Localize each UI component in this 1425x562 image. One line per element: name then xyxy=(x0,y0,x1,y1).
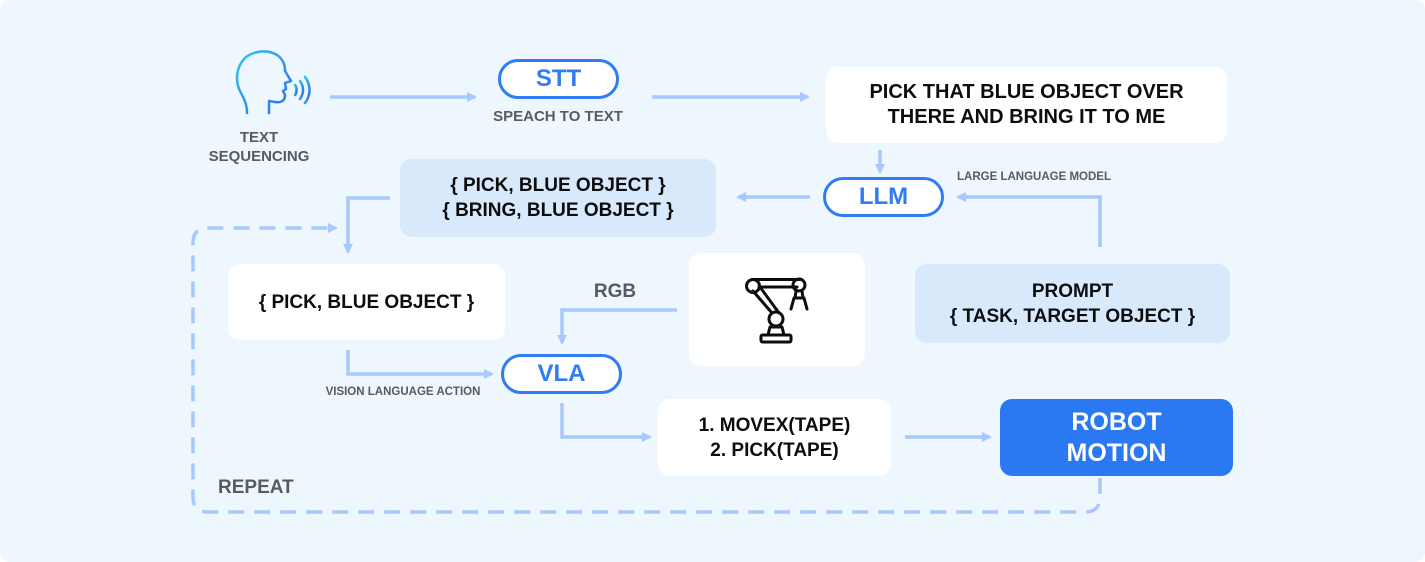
vla-caption: VISION LANGUAGE ACTION xyxy=(325,386,481,398)
command-line1: 1. MOVEX(TAPE) xyxy=(698,414,851,436)
commands-box: 1. MOVEX(TAPE) 2. PICK(TAPE) xyxy=(658,399,891,476)
rgb-label: RGB xyxy=(593,281,637,302)
repeat-loop-path xyxy=(191,223,1102,514)
current-task-box: { PICK, BLUE OBJECT } xyxy=(228,264,505,340)
utterance-line1: PICK THAT BLUE OBJECT OVER xyxy=(869,81,1184,103)
plan-line1: { PICK, BLUE OBJECT } xyxy=(450,175,666,196)
speaker-label-line2: SEQUENCING xyxy=(208,148,310,165)
repeat-label: REPEAT xyxy=(218,477,294,498)
current-task-line1: { PICK, BLUE OBJECT } xyxy=(258,291,475,313)
arrow-robot-to-vla xyxy=(557,308,677,345)
robot-motion-line2: MOTION xyxy=(1066,438,1167,467)
prompt-box: PROMPT { TASK, TARGET OBJECT } xyxy=(915,264,1230,343)
llm-caption: LARGE LANGUAGE MODEL xyxy=(957,171,1111,183)
robot-camera-box xyxy=(689,253,865,366)
robot-motion-line1: ROBOT xyxy=(1071,407,1162,436)
prompt-line2: { TASK, TARGET OBJECT } xyxy=(949,305,1196,327)
speaker-label: TEXT SEQUENCING xyxy=(199,128,319,166)
vla-pill: VLA xyxy=(501,354,622,394)
utterance-line2: THERE AND BRING IT TO ME xyxy=(887,106,1166,128)
arrow-task-to-vla xyxy=(346,350,494,379)
robot-arm-icon xyxy=(745,277,809,343)
stt-pill: STT xyxy=(498,59,619,99)
command-line2: 2. PICK(TAPE) xyxy=(710,439,839,461)
utterance-box: PICK THAT BLUE OBJECT OVER THERE AND BRI… xyxy=(826,67,1227,143)
arrow-prompt-to-llm xyxy=(956,192,1102,247)
arrow-plan-to-task xyxy=(343,196,390,254)
llm-pill: LLM xyxy=(823,177,944,217)
prompt-line1: PROMPT xyxy=(1031,280,1114,302)
speaking-head-icon xyxy=(233,47,313,119)
robot-motion-box: ROBOT MOTION xyxy=(1000,399,1233,476)
plan-box: { PICK, BLUE OBJECT } { BRING, BLUE OBJE… xyxy=(400,159,716,237)
plan-line2: { BRING, BLUE OBJECT } xyxy=(442,200,674,221)
arrow-vla-to-commands xyxy=(560,403,652,442)
stt-caption: SPEACH TO TEXT xyxy=(493,108,623,125)
speaker-label-line1: TEXT xyxy=(239,129,279,146)
